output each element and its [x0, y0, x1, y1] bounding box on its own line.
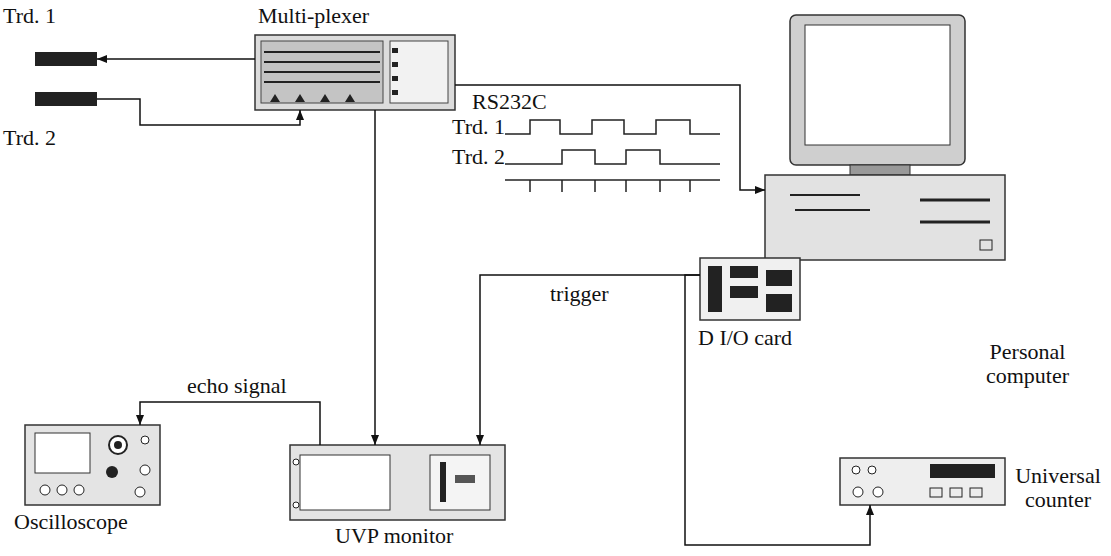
- universal-counter: [840, 458, 1005, 505]
- signal-line: [685, 275, 870, 545]
- multiplexer-unit: [255, 35, 455, 110]
- device-node: Universal counter: [840, 458, 1005, 505]
- signal-name: Trd. 1: [452, 115, 505, 139]
- signal-line: [374, 110, 376, 445]
- signal-line: [97, 58, 255, 60]
- device-node: Multi-plexer: [255, 35, 455, 110]
- device-label: Universal counter: [1010, 464, 1106, 512]
- transducer: [35, 92, 97, 106]
- device-label: UVP monitor: [335, 524, 453, 548]
- device-label: Trd. 1: [3, 4, 56, 28]
- device-node: Trd. 2: [35, 92, 97, 106]
- device-node: D I/O card: [700, 258, 800, 320]
- signal-line: [140, 402, 320, 445]
- signal-name: Trd. 2: [452, 145, 505, 169]
- device-label: D I/O card: [698, 326, 792, 350]
- device-label: Trd. 2: [3, 126, 56, 150]
- oscilloscope: [25, 425, 160, 505]
- personal-computer: [765, 15, 1005, 260]
- timing-chart: [505, 120, 720, 192]
- connector-label: echo signal: [185, 374, 289, 398]
- transducer: [35, 52, 97, 66]
- signal-line: [97, 99, 300, 125]
- device-label: Multi-plexer: [258, 4, 369, 28]
- device-label: Personal computer: [955, 340, 1100, 388]
- device-label: Oscilloscope: [14, 510, 128, 534]
- connector-label: RS232C: [470, 90, 549, 114]
- device-node: UVP monitor: [290, 445, 505, 520]
- device-node: Trd. 1: [35, 52, 97, 66]
- dio-card: [700, 258, 800, 320]
- device-node: Personal computer: [765, 15, 1005, 260]
- connector-label: trigger: [548, 282, 611, 306]
- signal-line: [480, 275, 700, 445]
- uvp-monitor: [290, 445, 505, 520]
- device-node: Oscilloscope: [25, 425, 160, 505]
